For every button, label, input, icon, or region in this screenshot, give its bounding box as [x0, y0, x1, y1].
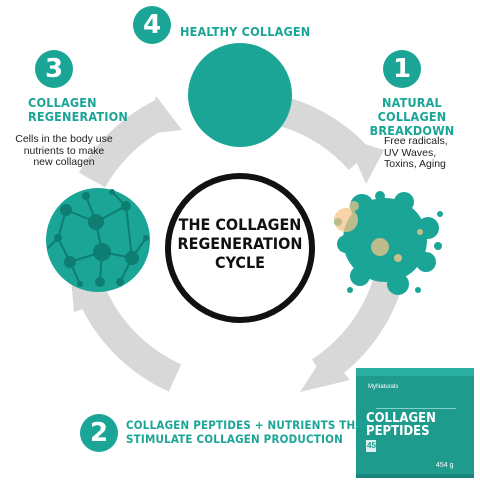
product-name: COLLAGEN PEPTIDES: [366, 412, 436, 438]
product-name-line-1: COLLAGEN: [366, 411, 436, 426]
product-weight: 454 g: [436, 462, 454, 469]
center-title-line-2: REGENERATION: [177, 234, 303, 253]
step-3-desc-line-3: new collagen: [33, 156, 95, 168]
collagen-network-illustration: [46, 188, 150, 292]
step-3-title-line-1: COLLAGEN: [28, 95, 97, 110]
step-2-title-line-2: STIMULATE COLLAGEN PRODUCTION: [126, 432, 343, 446]
step-3-title-line-2: REGENERATION: [28, 109, 128, 124]
step-1-desc-line-2: UV Waves,: [384, 146, 437, 159]
step-2-title-line-1: COLLAGEN PEPTIDES + NUTRIENTS THAT: [126, 418, 370, 432]
step-1-desc-line-3: Toxins, Aging: [384, 158, 446, 170]
center-title-line-3: CYCLE: [215, 253, 265, 272]
step-3-description: Cells in the body use nutrients to make …: [4, 133, 124, 169]
healthy-collagen-circle: [188, 43, 292, 147]
step-3-number: 3: [35, 50, 73, 88]
step-1-description: Free radicals, UV Waves, Toxins, Aging: [384, 135, 474, 171]
center-ring: [165, 173, 315, 323]
arrowhead-1: [346, 138, 384, 184]
arrowhead-2: [300, 352, 350, 392]
step-1-title-line-2: BREAKDOWN: [369, 123, 455, 138]
step-1-title-line-1: NATURAL COLLAGEN: [377, 95, 447, 124]
product-brand: MyNaturals: [368, 384, 399, 390]
step-1-desc-line-1: Free radicals,: [384, 135, 448, 147]
product-servings: 45: [367, 441, 376, 450]
step-1-title: NATURAL COLLAGEN BREAKDOWN: [348, 96, 476, 138]
step-2-number: 2: [80, 414, 118, 452]
step-2-title: COLLAGEN PEPTIDES + NUTRIENTS THAT STIMU…: [126, 418, 370, 446]
center-title: THE COLLAGEN REGENERATION CYCLE: [170, 215, 310, 272]
product-name-line-2: PEPTIDES: [366, 424, 430, 439]
center-title-line-1: THE COLLAGEN: [178, 215, 302, 234]
arrowhead-4: [146, 96, 182, 134]
step-1-number: 1: [383, 50, 421, 88]
collagen-breakdown-illustration: [334, 191, 443, 295]
step-4-title: HEALTHY COLLAGEN: [180, 25, 310, 39]
step-3-desc-line-1: Cells in the body use: [15, 133, 113, 145]
arc-bottom-left: [76, 283, 182, 392]
step-4-title-line: HEALTHY COLLAGEN: [180, 24, 311, 39]
step-3-desc-line-2: nutrients to make: [23, 144, 105, 157]
product-bag-illustration: [356, 368, 474, 478]
step-4-number: 4: [133, 6, 171, 44]
step-3-title: COLLAGEN REGENERATION: [28, 96, 128, 124]
